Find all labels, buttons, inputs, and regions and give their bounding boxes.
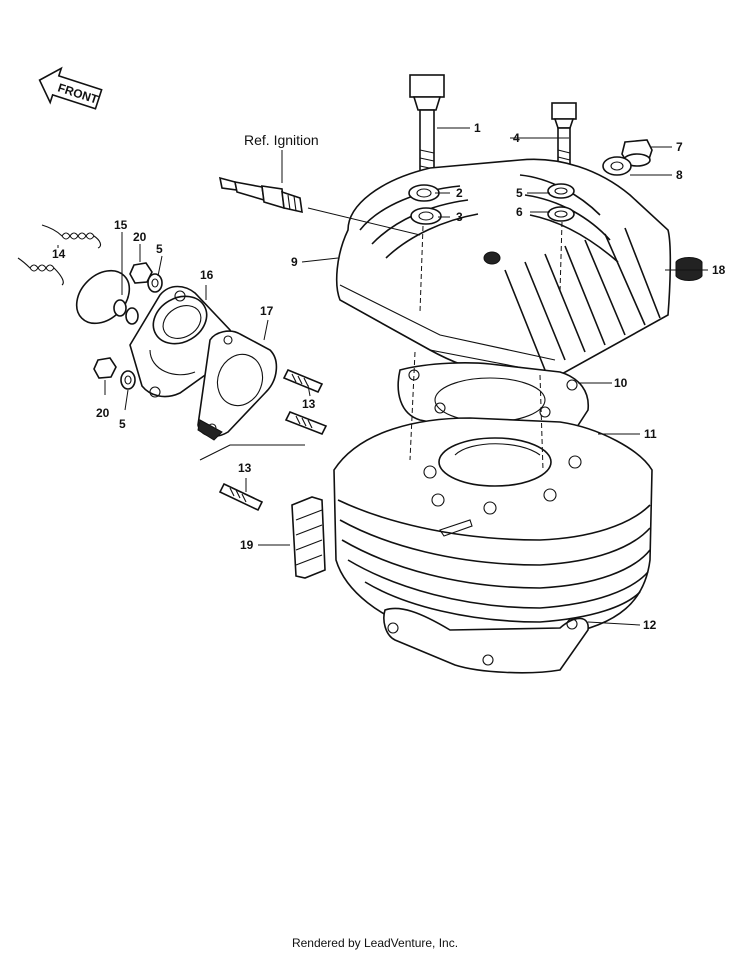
stud-nut-small [113, 299, 127, 317]
front-direction-arrow: FRONT [38, 66, 103, 110]
callout-8: 8 [676, 168, 683, 182]
callout-18: 18 [712, 263, 726, 277]
callout-7: 7 [676, 140, 683, 154]
exhaust-studs [218, 368, 328, 512]
callout-4: 4 [513, 131, 520, 145]
callout-11: 11 [644, 427, 657, 441]
callout-5-head: 5 [516, 186, 523, 200]
callout-14: 14 [52, 247, 66, 261]
nut-upper [129, 262, 153, 284]
spark-plug [218, 176, 303, 214]
crankcase-gasket [383, 607, 589, 674]
callout-20-upper: 20 [133, 230, 147, 244]
plug-washer [602, 156, 632, 176]
callout-9: 9 [291, 255, 298, 269]
cylinder-block [333, 417, 653, 636]
rendered-by-footer: Rendered by LeadVenture, Inc. [291, 936, 459, 950]
callout-3: 3 [456, 210, 463, 224]
callout-5-upper: 5 [156, 242, 163, 256]
callout-16: 16 [200, 268, 214, 282]
callout-10: 10 [614, 376, 628, 390]
callout-1: 1 [474, 121, 481, 135]
exhaust-gasket [197, 330, 278, 441]
fin-damper [291, 496, 326, 579]
washer-lower [120, 370, 136, 390]
rubber-cap [675, 257, 703, 281]
callout-5-lower: 5 [119, 417, 126, 431]
stud-washer-small [125, 307, 139, 325]
callout-2: 2 [456, 186, 463, 200]
washer-upper [147, 273, 163, 293]
callout-12: 12 [643, 618, 657, 632]
callout-19: 19 [240, 538, 254, 552]
callout-6: 6 [516, 205, 523, 219]
ref-ignition-label: Ref. Ignition [244, 132, 319, 148]
callout-17: 17 [260, 304, 274, 318]
nut-lower [93, 357, 117, 379]
callout-20-lower: 20 [96, 406, 110, 420]
callout-15: 15 [114, 218, 128, 232]
exhaust-springs [17, 224, 102, 286]
callout-13-lower: 13 [238, 461, 252, 475]
callout-13-upper: 13 [302, 397, 316, 411]
cylinder-head [335, 158, 672, 380]
